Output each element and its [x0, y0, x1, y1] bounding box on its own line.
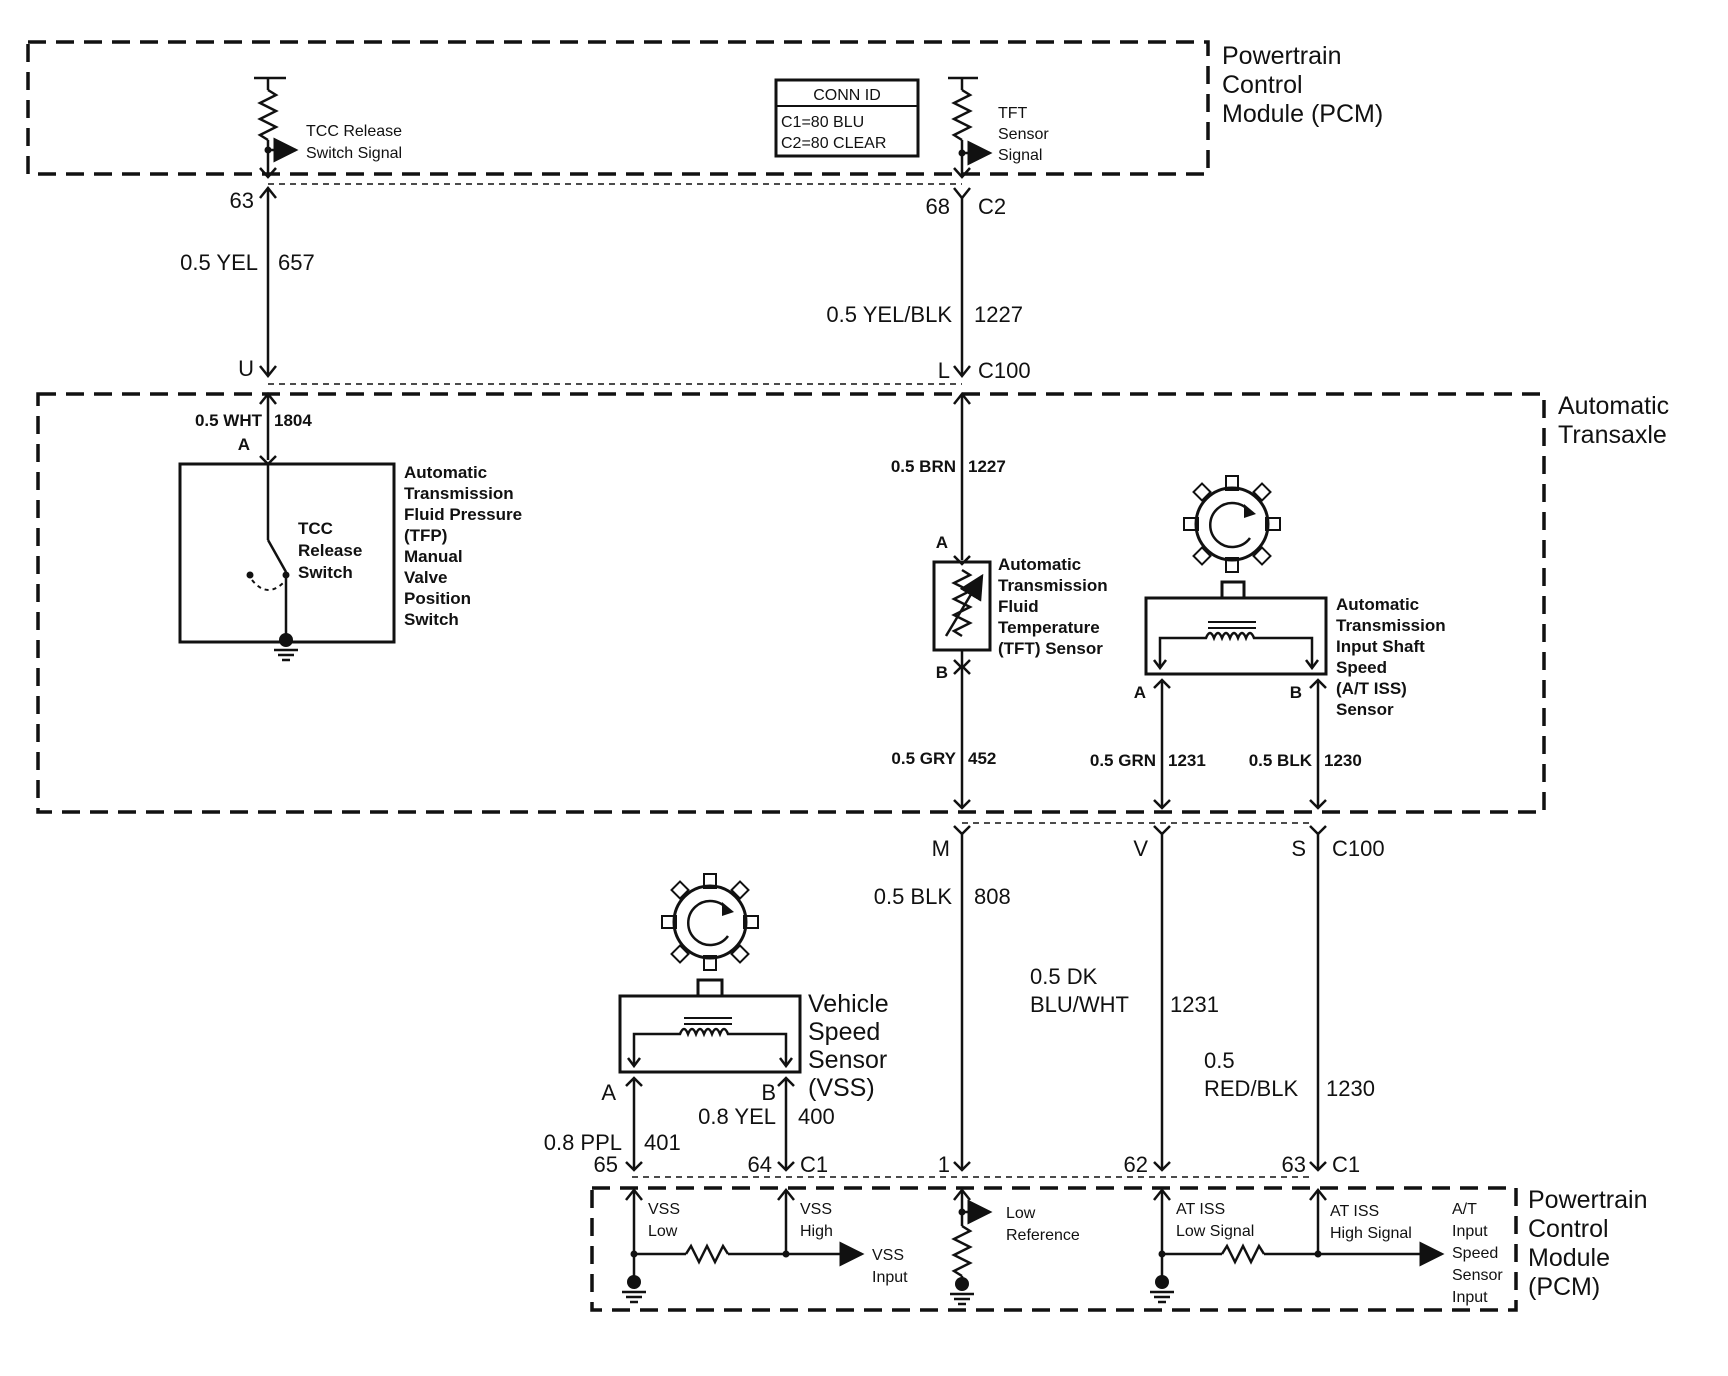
pin-U: U [238, 356, 254, 381]
pin-L: L [938, 358, 950, 383]
vss-reluctor-icon [661, 873, 759, 971]
low-reference-circuit [950, 1187, 993, 1306]
connector-c1-right-label: C1 [1332, 1152, 1360, 1177]
wire-1231-grn-color: 0.5 GRN [1090, 751, 1156, 770]
connector-c100-top-label: C100 [978, 358, 1031, 383]
vss-sensor-body [618, 978, 802, 1074]
wire-1231-dk [1153, 825, 1171, 1172]
wire-452-circuit: 452 [968, 749, 996, 768]
conn-id-box: CONN ID C1=80 BLU C2=80 CLEAR [774, 78, 920, 158]
pin-1: 1 [938, 1152, 950, 1177]
wire-1227-top [953, 187, 971, 379]
wire-401 [625, 1076, 643, 1172]
iss-sensor-body [1144, 580, 1328, 676]
wire-657-circuit: 657 [278, 250, 315, 275]
conn-id-c1: C1=80 BLU [781, 114, 864, 131]
wire-452 [953, 664, 971, 810]
transaxle-box [36, 392, 1546, 814]
vss-pin-A: A [601, 1080, 616, 1105]
wire-452-color: 0.5 GRY [891, 749, 956, 768]
tcc-pull-up [254, 76, 299, 179]
iss-pin-A: A [1134, 683, 1146, 702]
tft-pin-A: A [936, 533, 948, 552]
pin-68: 68 [926, 194, 950, 219]
pcm-bottom-box [590, 1186, 1518, 1312]
wire-1231-grn-circuit: 1231 [1168, 751, 1206, 770]
tft-pull-up [948, 76, 993, 179]
wire-808 [953, 825, 971, 1172]
wire-1230-blk [1309, 678, 1327, 810]
pin-63-bottom: 63 [1282, 1152, 1306, 1177]
wire-400 [777, 1076, 795, 1172]
wire-657 [259, 185, 277, 379]
vss-pin-B: B [761, 1080, 776, 1105]
pin-S: S [1291, 836, 1306, 861]
pin-64: 64 [748, 1152, 772, 1177]
pin-65: 65 [594, 1152, 618, 1177]
wire-1804-circuit: 1804 [274, 411, 312, 430]
vss-input-circuit [622, 1187, 865, 1304]
wire-657-color: 0.5 YEL [180, 250, 258, 275]
wire-1230-blk-color: 0.5 BLK [1249, 751, 1313, 770]
pcm-top-box [26, 40, 1210, 176]
iss-reluctor-icon [1183, 475, 1281, 573]
wire-1227-brn-color: 0.5 BRN [891, 457, 956, 476]
iss-pin-B: B [1290, 683, 1302, 702]
wire-1804-color: 0.5 WHT [195, 411, 263, 430]
wire-1230-blk-circuit: 1230 [1324, 751, 1362, 770]
wire-808-circuit: 808 [974, 884, 1011, 909]
wire-1227-top-circuit: 1227 [974, 302, 1023, 327]
wire-1230-red-circuit: 1230 [1326, 1076, 1375, 1101]
tfp-pin-A: A [238, 435, 250, 454]
wire-401-color: 0.8 PPL [544, 1130, 622, 1155]
tft-sensor-body [932, 560, 992, 670]
wire-400-color: 0.8 YEL [698, 1104, 776, 1129]
wire-808-color: 0.5 BLK [874, 884, 953, 909]
pin-62: 62 [1124, 1152, 1148, 1177]
connector-c1-left-label: C1 [800, 1152, 828, 1177]
wire-1227-brn [953, 391, 971, 566]
wire-1231-grn [1153, 678, 1171, 810]
pin-V: V [1133, 836, 1148, 861]
wire-1231-dk-circuit: 1231 [1170, 992, 1219, 1017]
tfp-switch-box [178, 462, 396, 662]
pin-63-top: 63 [230, 188, 254, 213]
conn-id-c2: C2=80 CLEAR [781, 135, 886, 152]
conn-id-title: CONN ID [813, 87, 881, 104]
iss-input-circuit [1150, 1187, 1445, 1304]
wire-1227-top-color: 0.5 YEL/BLK [826, 302, 952, 327]
pin-M: M [932, 836, 950, 861]
wire-400-circuit: 400 [798, 1104, 835, 1129]
connector-c100-bottom-label: C100 [1332, 836, 1385, 861]
wire-1227-brn-circuit: 1227 [968, 457, 1006, 476]
connector-c2-label: C2 [978, 194, 1006, 219]
wire-1230-red [1309, 825, 1327, 1172]
tft-pin-B: B [936, 663, 948, 682]
wire-401-circuit: 401 [644, 1130, 681, 1155]
